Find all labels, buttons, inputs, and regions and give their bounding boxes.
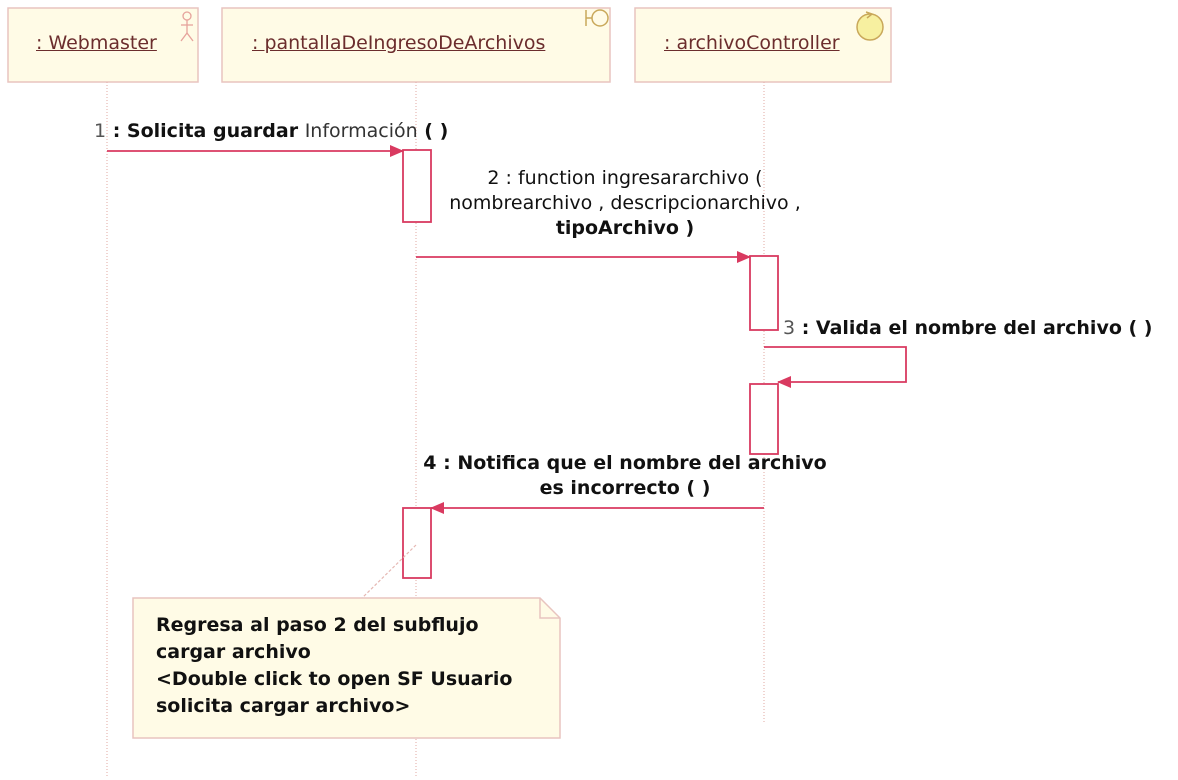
note-line-3: <Double click to open SF Usuario	[156, 668, 513, 690]
message-1-text-a: : Solicita guardar	[106, 120, 305, 142]
activation-bar-controller-2[interactable]	[749, 383, 779, 455]
message-3-number: 3	[783, 317, 796, 339]
controller-label: : archivoController	[664, 32, 840, 54]
message-4-line-1: 4 : Notifica que el nombre del archivo	[423, 452, 827, 474]
controller-header[interactable]	[634, 7, 892, 83]
note-line-1: Regresa al paso 2 del subflujo	[156, 614, 479, 636]
message-3-arrow[interactable]	[764, 346, 907, 388]
webmaster-label: : Webmaster	[36, 32, 157, 54]
note-box[interactable]	[132, 597, 561, 739]
activation-bar-pantalla-1[interactable]	[402, 149, 432, 223]
message-1-text-c: ( )	[417, 120, 449, 142]
control-icon	[856, 11, 884, 41]
pantalla-header[interactable]	[221, 7, 611, 83]
message-2-line-1: 2 : function ingresararchivo (	[487, 167, 763, 189]
pantalla-label: : pantallaDeIngresoDeArchivos	[252, 32, 546, 54]
message-1-label: 1 : Solicita guardar Información ( )	[94, 119, 448, 144]
message-4-line-2: es incorrecto ( )	[539, 477, 711, 499]
message-3-text: : Valida el nombre del archivo ( )	[795, 317, 1153, 339]
note-fold-icon	[539, 598, 560, 619]
note-line-4: solicita cargar archivo>	[156, 695, 411, 717]
message-1-number: 1	[94, 120, 107, 142]
message-4-label: 4 : Notifica que el nombre del archivo e…	[410, 451, 840, 501]
actor-icon	[180, 11, 194, 42]
note-line-2: cargar archivo	[156, 641, 311, 663]
message-2-line-2: nombrearchivo , descripcionarchivo ,	[449, 192, 801, 214]
activation-bar-controller-1[interactable]	[749, 255, 779, 331]
note-connector	[359, 544, 417, 601]
activation-bar-pantalla-2[interactable]	[402, 507, 432, 579]
note-text: Regresa al paso 2 del subflujo cargar ar…	[156, 612, 512, 720]
message-2-label: 2 : function ingresararchivo ( nombrearc…	[410, 166, 840, 241]
message-1-text-b: Información	[304, 120, 418, 142]
message-3-label: 3 : Valida el nombre del archivo ( )	[783, 316, 1152, 341]
webmaster-header[interactable]	[7, 7, 199, 83]
boundary-icon	[585, 9, 609, 27]
message-2-line-3: tipoArchivo )	[555, 217, 695, 239]
